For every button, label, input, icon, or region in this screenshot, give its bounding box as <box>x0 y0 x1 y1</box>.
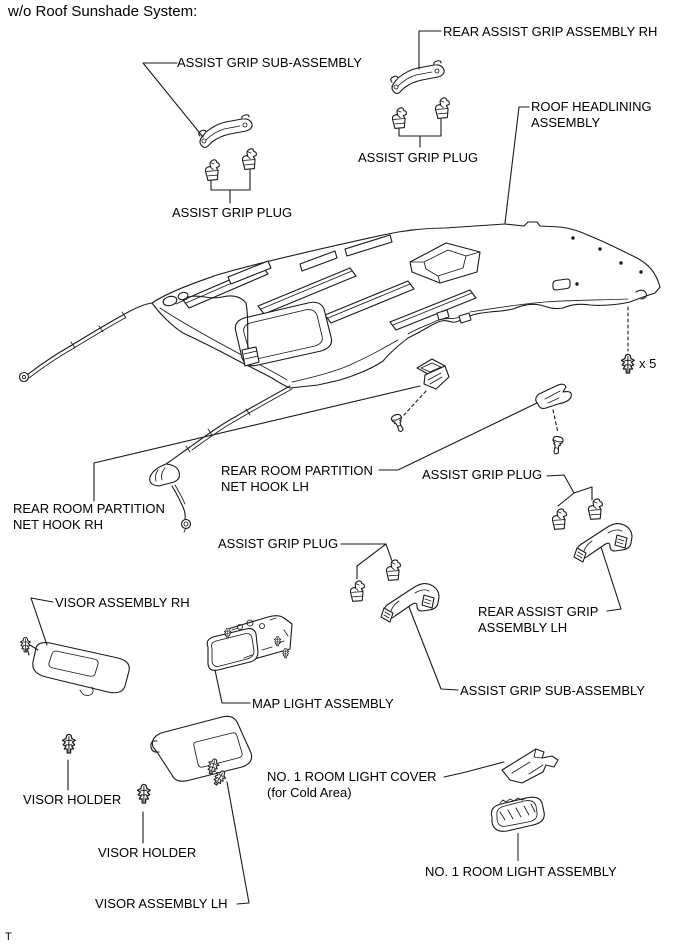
rear-room-partition-net-hook-rh-drawing <box>390 358 450 434</box>
label-assist-grip-plug-rear-lh: ASSIST GRIP PLUG <box>422 467 543 482</box>
label-rear-assist-grip-assembly-rh: REAR ASSIST GRIP ASSEMBLY RH <box>443 24 658 39</box>
label-no1-room-light-assembly: NO. 1 ROOM LIGHT ASSEMBLY <box>425 864 617 879</box>
label-assist-grip-plug-front-lh: ASSIST GRIP PLUG <box>172 205 293 220</box>
roof-headlining-drawing <box>151 221 661 389</box>
visor-assembly-rh-drawing <box>19 636 130 696</box>
roof-wire-harness-drawing <box>18 291 293 533</box>
assist-grip-sub-assembly-front-drawing <box>198 114 253 149</box>
visor-holder-rh-drawing <box>61 733 76 754</box>
label-roof-headlining-assembly: ROOF HEADLINING ASSEMBLY <box>531 99 652 130</box>
label-assist-grip-plug-front-rh: ASSIST GRIP PLUG <box>358 150 479 165</box>
rear-assist-grip-assembly-lh-drawing <box>573 522 633 563</box>
assist-grip-sub-assembly-rear-drawing <box>380 582 440 623</box>
rear-room-partition-net-hook-lh-drawing <box>535 383 572 456</box>
rear-assist-grip-assembly-rh-drawing <box>390 60 445 95</box>
label-rear-room-partition-net-hook-rh: REAR ROOM PARTITION NET HOOK RH <box>13 501 165 532</box>
label-visor-assembly-rh: VISOR ASSEMBLY RH <box>55 595 190 610</box>
page-footer-mark: T <box>5 931 12 943</box>
headlining-clip-drawing <box>620 306 635 374</box>
label-visor-assembly-lh: VISOR ASSEMBLY LH <box>95 896 228 911</box>
assist-grip-plug-rear-lh-drawing <box>551 498 604 530</box>
label-clip-quantity: x 5 <box>639 356 657 371</box>
visor-holder-lh-drawing <box>136 783 151 804</box>
leader-lines <box>30 30 622 905</box>
label-map-light-assembly: MAP LIGHT ASSEMBLY <box>252 696 394 711</box>
label-assist-grip-plug-rear-rh: ASSIST GRIP PLUG <box>218 536 339 551</box>
label-rear-room-partition-net-hook-lh: REAR ROOM PARTITION NET HOOK LH <box>221 463 373 494</box>
visor-assembly-lh-drawing <box>150 715 253 788</box>
room-light-cover-drawing <box>501 748 559 784</box>
label-no1-room-light-cover: NO. 1 ROOM LIGHT COVER (for Cold Area) <box>267 769 437 800</box>
label-visor-holder-rh: VISOR HOLDER <box>23 792 122 807</box>
figure-title: w/o Roof Sunshade System: <box>8 3 198 20</box>
assist-grip-plug-front-rh-drawing <box>391 96 452 130</box>
map-light-assembly-drawing <box>206 615 293 671</box>
room-light-assembly-drawing <box>490 796 545 832</box>
label-assist-grip-sub-assembly-front: ASSIST GRIP SUB-ASSEMBLY <box>177 55 362 70</box>
label-visor-holder-lh: VISOR HOLDER <box>98 845 197 860</box>
label-rear-assist-grip-assembly-lh: REAR ASSIST GRIP ASSEMBLY LH <box>478 604 599 635</box>
label-assist-grip-sub-assembly-rear: ASSIST GRIP SUB-ASSEMBLY <box>460 683 645 698</box>
